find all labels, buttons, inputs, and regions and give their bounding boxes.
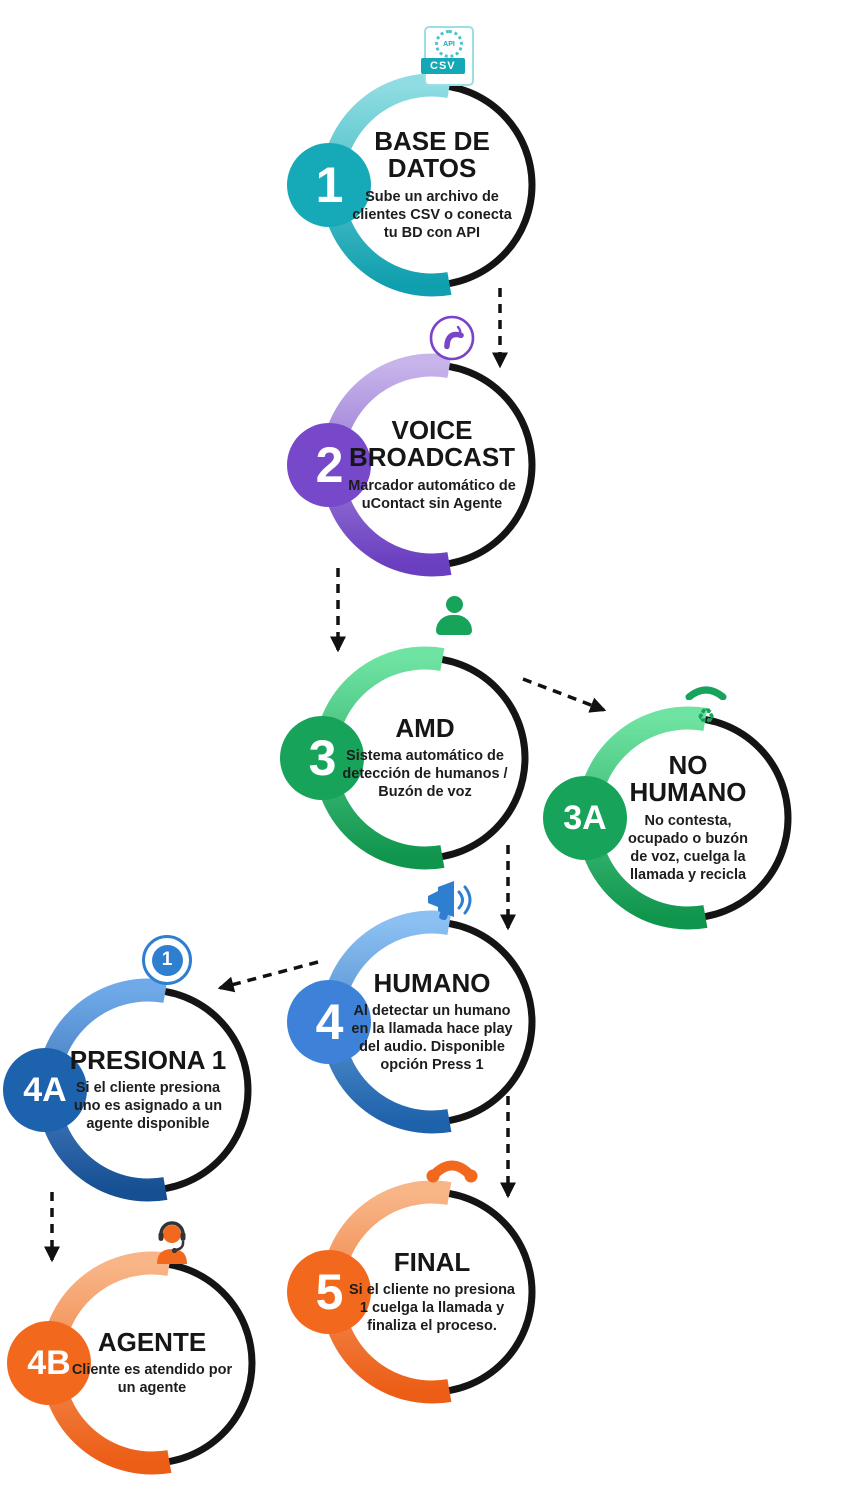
node-title: AMD bbox=[395, 712, 455, 743]
node-desc: Sube un archivo de clientes CSV o conect… bbox=[352, 188, 512, 241]
phone-handset-icon bbox=[426, 1153, 478, 1188]
node-title: VOICE BROADCAST bbox=[348, 415, 516, 473]
step-badge: 4B bbox=[7, 1321, 91, 1405]
node-desc: No contesta, ocupado o buzón de voz, cue… bbox=[627, 812, 748, 883]
phone-waves-icon bbox=[428, 314, 476, 367]
node-title: FINAL bbox=[393, 1246, 471, 1277]
step-badge: 2 bbox=[287, 423, 371, 507]
node-no-humano: 3A NO HUMANO No contesta, ocupado o buzó… bbox=[543, 693, 803, 943]
node-final: 5 FINAL Si el cliente no presiona 1 cuel… bbox=[287, 1167, 547, 1417]
node-title: NO HUMANO bbox=[629, 749, 747, 808]
node-title: AGENTE bbox=[97, 1326, 207, 1357]
node-title: BASE DE DATOS bbox=[374, 126, 490, 184]
megaphone-icon bbox=[422, 878, 474, 927]
node-humano: 4 HUMANO Al detectar un humano en la lla… bbox=[287, 897, 547, 1147]
node-desc: Sistema automático de detección de human… bbox=[342, 747, 508, 801]
step-badge: 3A bbox=[543, 776, 627, 860]
recycle-phone-icon: ♻ bbox=[683, 682, 729, 727]
step-badge: 3 bbox=[280, 716, 364, 800]
node-voice-broadcast: 2 VOICE BROADCAST Marcador automático de… bbox=[287, 340, 547, 590]
press-one-icon: 1 bbox=[142, 935, 192, 985]
node-presiona-1: 4A PRESIONA 1 Si el cliente presiona uno… bbox=[3, 965, 263, 1215]
api-gear-icon: API bbox=[435, 30, 463, 58]
person-icon bbox=[436, 596, 472, 635]
step-badge: 4A bbox=[3, 1048, 87, 1132]
node-base-de-datos: 1 BASE DE DATOS Sube un archivo de clien… bbox=[287, 60, 547, 310]
node-desc: Al detectar un humano en la llamada hace… bbox=[351, 1002, 513, 1074]
step-badge: 4 bbox=[287, 980, 371, 1064]
csv-file-icon: API CSV bbox=[421, 26, 474, 86]
node-amd: 3 AMD Sistema automático de detección de… bbox=[280, 633, 540, 883]
node-desc: Si el cliente no presiona 1 cuelga la ll… bbox=[349, 1281, 515, 1335]
node-title: HUMANO bbox=[373, 967, 491, 998]
step-badge: 5 bbox=[287, 1250, 371, 1334]
step-badge: 1 bbox=[287, 143, 371, 227]
csv-label: CSV bbox=[421, 58, 465, 74]
node-desc: Cliente es atendido por un agente bbox=[71, 1362, 233, 1397]
node-desc: Marcador automático de uContact sin Agen… bbox=[348, 477, 516, 512]
node-title: PRESIONA 1 bbox=[69, 1044, 227, 1075]
agent-headset-icon bbox=[146, 1218, 198, 1271]
node-agente: 4B AGENTE Cliente es atendido por un age… bbox=[7, 1238, 267, 1488]
node-desc: Si el cliente presiona uno es asignado a… bbox=[73, 1079, 223, 1133]
